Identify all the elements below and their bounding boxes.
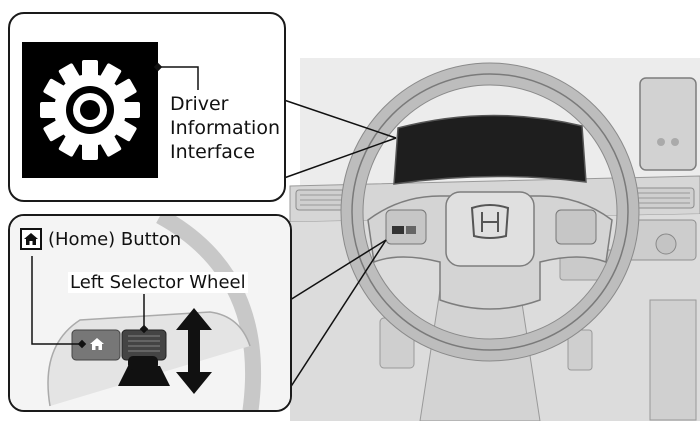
label-leader [154,62,199,90]
left-controls-callout: (Home) Button Left Selector Wheel [8,214,292,412]
gear-icon [40,60,140,160]
up-down-arrow-icon [176,308,212,394]
home-button-icon [90,338,104,350]
left-selector-wheel-label: Left Selector Wheel [68,272,248,293]
home-button-label: (Home) Button [48,228,182,250]
home-icon [20,228,42,250]
driver-info-callout: Driver Information Interface [8,12,286,202]
driver-info-label: Driver Information Interface [170,93,280,163]
left-controls-illustration [10,216,290,410]
home-button-label-row: (Home) Button [20,228,181,250]
honda-logo [470,204,510,239]
gear-icon-box [22,42,158,178]
